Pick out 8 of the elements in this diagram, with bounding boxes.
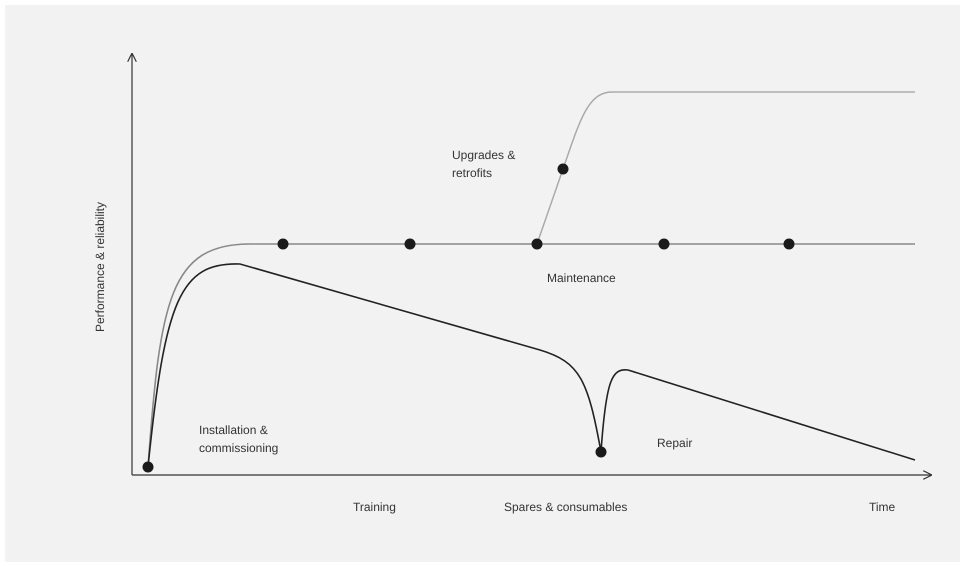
phase-label: Training bbox=[353, 499, 396, 516]
phase-label: Time bbox=[869, 499, 896, 516]
phase-label: Repair bbox=[657, 435, 692, 452]
phase-label: Installation & commissioning bbox=[199, 422, 280, 457]
axis-label: Performance & reliability bbox=[92, 200, 108, 334]
phase-label: Spares & consumables bbox=[504, 499, 628, 516]
phase-label: Maintenance bbox=[547, 270, 616, 287]
phase-label: Upgrades & retrofits bbox=[452, 147, 516, 182]
